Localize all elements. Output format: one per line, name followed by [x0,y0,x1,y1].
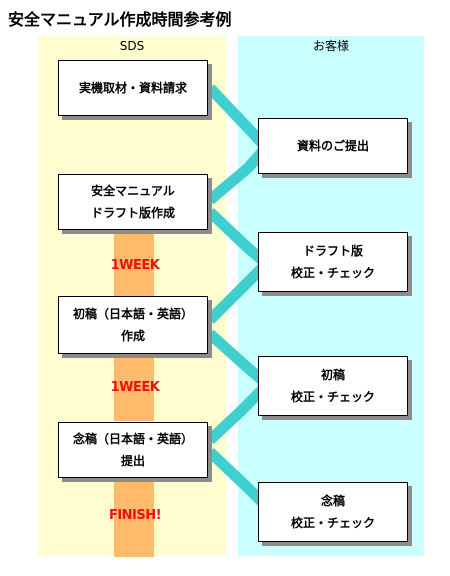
connector-7 [206,448,266,506]
sds-step-draft-line2: ドラフト版作成 [90,206,175,220]
sds-step-first-draft: 初稿（日本語・英語） 作成 [58,296,208,354]
connector-5 [206,329,266,385]
connector-6 [206,386,266,445]
sds-step-research-text: 実機取材・資料請求 [78,81,187,95]
client-step-draft-review-line1: ドラフト版 [302,244,363,258]
client-step-materials-text: 資料のご提出 [296,139,369,153]
sds-step-research: 実機取材・資料請求 [58,60,208,116]
duration-label-1: 1WEEK [110,258,160,273]
duration-band-2 [114,356,154,421]
sds-step-final-draft-line1: 念稿（日本語・英語） [72,432,193,446]
client-step-draft-review: ドラフト版 校正・チェック [258,232,408,292]
sds-step-draft-line1: 安全マニュアル [91,184,175,198]
page-title: 安全マニュアル作成時間参考例 [8,10,232,29]
connector-2 [206,148,267,205]
sds-step-draft: 安全マニュアル ドラフト版作成 [58,174,208,230]
duration-label-2: 1WEEK [110,380,160,395]
duration-band-3 [114,481,154,557]
client-step-first-review-line2: 校正・チェック [290,390,375,404]
client-step-materials: 資料のご提出 [258,118,408,174]
connector-1 [206,84,267,147]
sds-step-first-draft-line1: 初稿（日本語・英語） [72,307,193,321]
client-step-first-review: 初稿 校正・チェック [258,356,408,416]
client-step-final-review-line2: 校正・チェック [290,516,375,530]
sds-step-final-draft-line2: 提出 [120,454,145,468]
connector-3 [206,208,266,265]
sds-column-header: SDS [119,39,145,53]
client-column-header: お客様 [312,39,349,53]
duration-label-3: FINISH! [108,508,162,523]
sds-step-final-draft: 念稿（日本語・英語） 提出 [58,422,208,478]
client-step-draft-review-line2: 校正・チェック [290,266,375,280]
sds-step-first-draft-line2: 作成 [120,329,145,343]
duration-band-1 [114,231,154,296]
client-step-final-review-line1: 念稿 [320,494,345,508]
client-step-first-review-line1: 初稿 [320,368,345,382]
connector-4 [206,264,266,324]
client-step-final-review: 念稿 校正・チェック [258,482,408,542]
